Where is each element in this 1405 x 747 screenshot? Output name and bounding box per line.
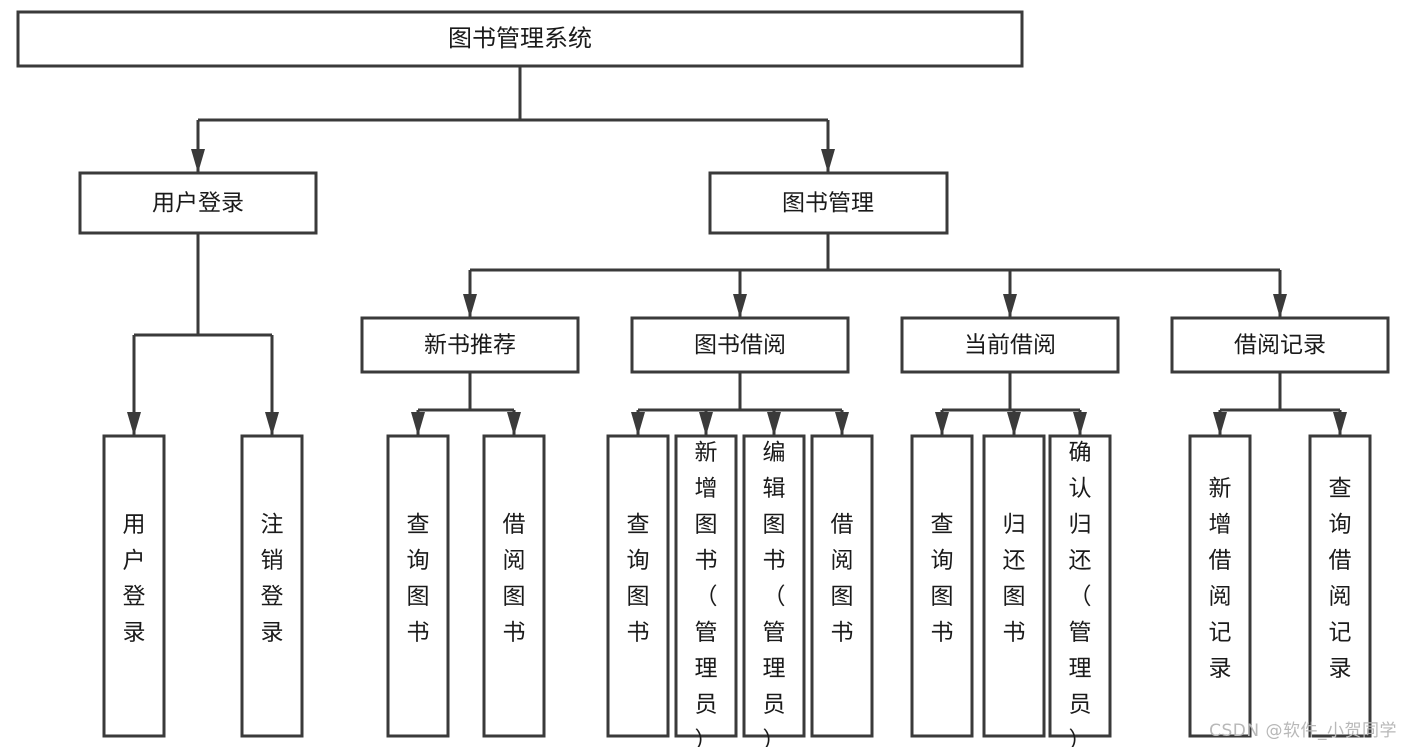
- leaf-node-11-box[interactable]: [1188, 434, 1252, 738]
- leaf-node-4[interactable]: 查询图书: [606, 434, 670, 738]
- leaf-node-1-box[interactable]: [240, 434, 304, 738]
- leaf-node-11[interactable]: 新增借阅记录: [1188, 434, 1252, 738]
- book-mgmt-arrow-icon-1: [733, 294, 747, 318]
- level1-node-0-label: 用户登录: [152, 190, 244, 216]
- leaf-node-5-label: 新增图书（管理员）: [695, 440, 718, 747]
- root-arrow-icon-0: [191, 149, 205, 173]
- leaf-node-10-box[interactable]: [1048, 434, 1112, 738]
- leaf-node-7[interactable]: 借阅图书: [810, 434, 874, 738]
- level2-node-2-box[interactable]: [900, 316, 1120, 374]
- leaf-node-9-box[interactable]: [982, 434, 1046, 738]
- leaf-node-7-label: 借阅图书: [831, 512, 854, 646]
- root-node-box[interactable]: [16, 10, 1024, 68]
- leaf-node-9[interactable]: 归还图书: [982, 434, 1046, 738]
- level2-node-1-label: 图书借阅: [694, 332, 786, 358]
- leaf-node-5[interactable]: 新增图书（管理员）: [674, 434, 738, 747]
- l2-2-arrow-icon-2: [1073, 412, 1087, 436]
- level2-node-2[interactable]: 当前借阅: [900, 316, 1120, 374]
- root-node[interactable]: 图书管理系统: [16, 10, 1024, 68]
- leaf-node-5-box[interactable]: [674, 434, 738, 738]
- l2-0-arrow-icon-0: [411, 412, 425, 436]
- l2-1-arrow-icon-0: [631, 412, 645, 436]
- leaf-node-1[interactable]: 注销登录: [240, 434, 304, 738]
- leaf-node-8-box[interactable]: [910, 434, 974, 738]
- leaf-node-11-label: 新增借阅记录: [1209, 476, 1232, 682]
- level1-node-1[interactable]: 图书管理: [708, 171, 949, 235]
- level2-node-1[interactable]: 图书借阅: [630, 316, 850, 374]
- leaf-node-2-box[interactable]: [386, 434, 450, 738]
- level2-node-3-box[interactable]: [1170, 316, 1390, 374]
- leaf-node-10-label: 确认归还（管理员）: [1069, 440, 1092, 747]
- leaf-node-6-label: 编辑图书（管理员）: [763, 440, 786, 747]
- leaf-node-0[interactable]: 用户登录: [102, 434, 166, 738]
- leaf-node-1-label: 注销登录: [261, 512, 284, 646]
- book-mgmt-arrow-icon-2: [1003, 294, 1017, 318]
- leaf-node-12-label: 查询借阅记录: [1329, 476, 1352, 682]
- level2-node-3-label: 借阅记录: [1234, 332, 1326, 358]
- l2-3-arrow-icon-1: [1333, 412, 1347, 436]
- book-mgmt-arrow-icon-3: [1273, 294, 1287, 318]
- user-login-arrow-icon-0: [127, 412, 141, 436]
- level1-node-0-box[interactable]: [78, 171, 318, 235]
- l2-2-arrow-icon-1: [1007, 412, 1021, 436]
- level2-node-0-label: 新书推荐: [424, 332, 516, 358]
- l2-1-arrow-icon-3: [835, 412, 849, 436]
- leaf-node-0-box[interactable]: [102, 434, 166, 738]
- leaf-node-8-label: 查询图书: [931, 512, 954, 646]
- leaf-node-6[interactable]: 编辑图书（管理员）: [742, 434, 806, 747]
- l2-3-arrow-icon-0: [1213, 412, 1227, 436]
- l2-1-arrow-icon-1: [699, 412, 713, 436]
- user-login-arrow-icon-1: [265, 412, 279, 436]
- l2-2-arrow-icon-0: [935, 412, 949, 436]
- leaf-node-3-box[interactable]: [482, 434, 546, 738]
- node-layer: 图书管理系统用户登录图书管理新书推荐图书借阅当前借阅借阅记录用户登录注销登录查询…: [16, 10, 1390, 747]
- root-node-label: 图书管理系统: [448, 25, 592, 53]
- leaf-node-3[interactable]: 借阅图书: [482, 434, 546, 738]
- level1-node-0[interactable]: 用户登录: [78, 171, 318, 235]
- leaf-node-7-box[interactable]: [810, 434, 874, 738]
- leaf-node-10[interactable]: 确认归还（管理员）: [1048, 434, 1112, 747]
- leaf-node-6-box[interactable]: [742, 434, 806, 738]
- root-arrow-icon-1: [821, 149, 835, 173]
- l2-1-arrow-icon-2: [767, 412, 781, 436]
- leaf-node-9-label: 归还图书: [1003, 512, 1026, 646]
- connector-layer: [127, 66, 1347, 436]
- l2-0-arrow-icon-1: [507, 412, 521, 436]
- level1-node-1-box[interactable]: [708, 171, 949, 235]
- leaf-node-3-label: 借阅图书: [503, 512, 526, 646]
- level1-node-1-label: 图书管理: [782, 190, 874, 216]
- leaf-node-12-box[interactable]: [1308, 434, 1372, 738]
- leaf-node-2-label: 查询图书: [407, 512, 430, 646]
- leaf-node-0-label: 用户登录: [123, 512, 146, 646]
- leaf-node-2[interactable]: 查询图书: [386, 434, 450, 738]
- level2-node-0-box[interactable]: [360, 316, 580, 374]
- book-mgmt-arrow-icon-0: [463, 294, 477, 318]
- level2-node-0[interactable]: 新书推荐: [360, 316, 580, 374]
- leaf-node-12[interactable]: 查询借阅记录: [1308, 434, 1372, 738]
- leaf-node-4-label: 查询图书: [627, 512, 650, 646]
- level2-node-2-label: 当前借阅: [964, 332, 1056, 358]
- leaf-node-8[interactable]: 查询图书: [910, 434, 974, 738]
- level2-node-3[interactable]: 借阅记录: [1170, 316, 1390, 374]
- level2-node-1-box[interactable]: [630, 316, 850, 374]
- leaf-node-4-box[interactable]: [606, 434, 670, 738]
